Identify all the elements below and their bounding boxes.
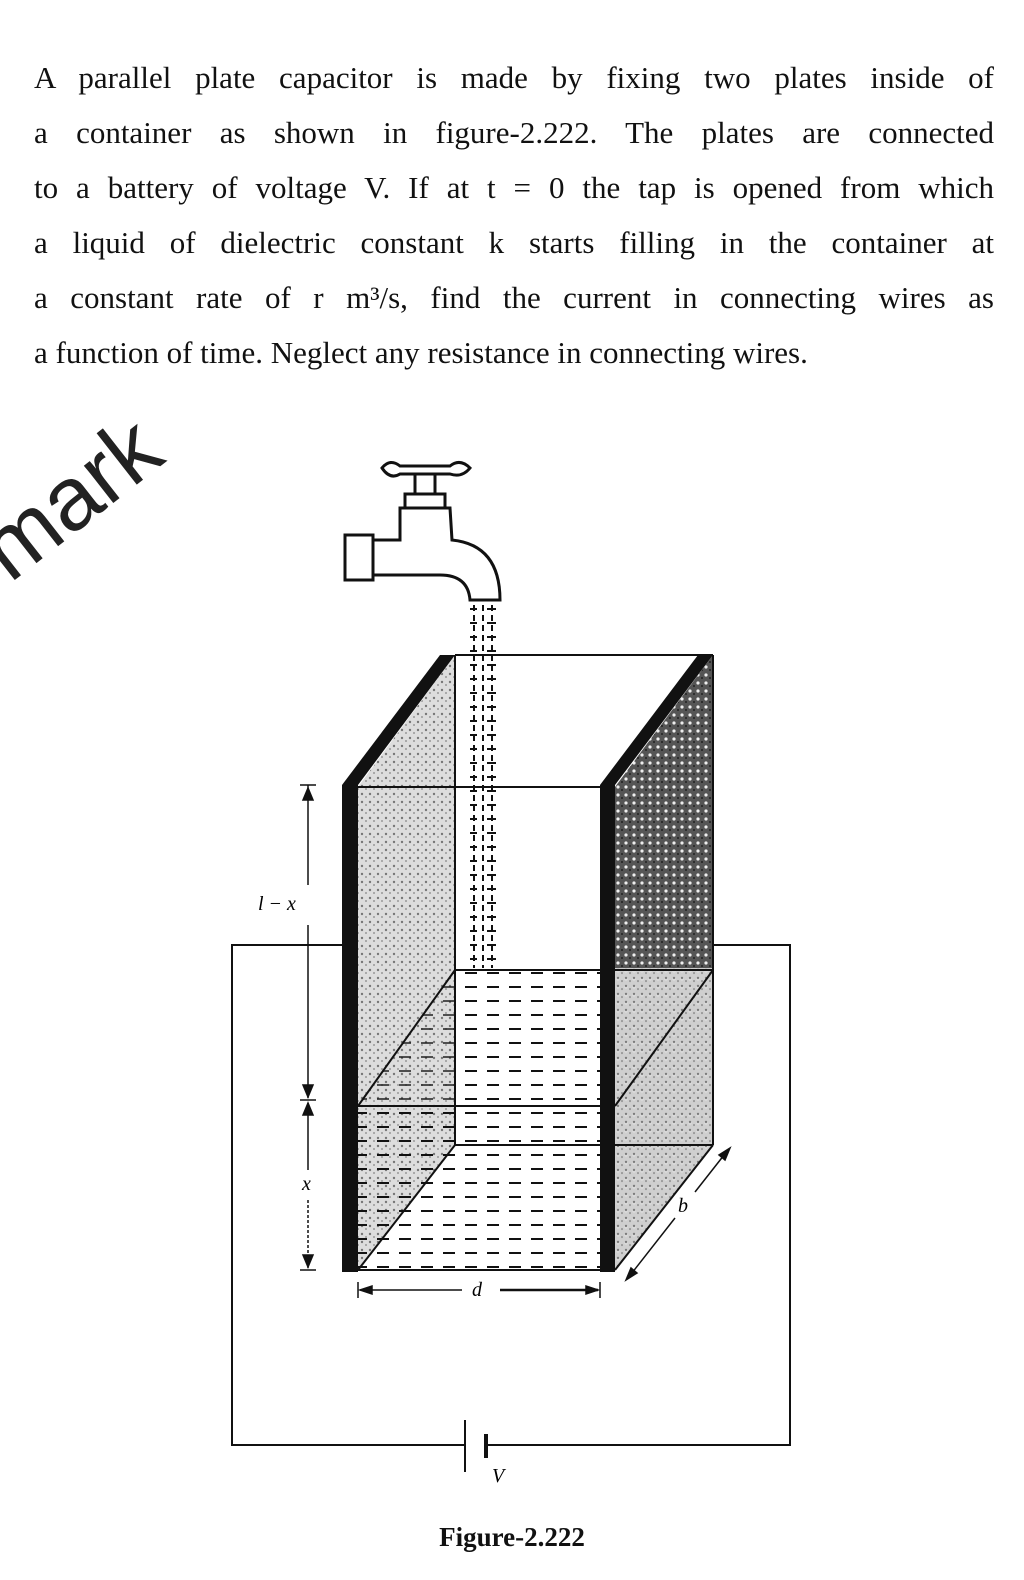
problem-line: A parallel plate capacitor is made by fi…: [34, 60, 994, 95]
problem-line: a function of time. Neglect any resistan…: [34, 335, 808, 370]
problem-line: a constant rate of r m³/s, find the curr…: [34, 280, 994, 315]
problem-line: to a battery of voltage V. If at t = 0 t…: [34, 170, 994, 205]
dimension-arrows: [300, 784, 732, 1298]
problem-line: a liquid of dielectric constant k starts…: [34, 225, 994, 260]
battery-icon: [464, 1420, 488, 1472]
figure-caption: Figure-2.222: [439, 1522, 585, 1552]
dielectric-liquid: [358, 970, 600, 1270]
tap-icon: [343, 461, 502, 602]
problem-statement: A parallel plate capacitor is made by fi…: [34, 50, 994, 380]
capacitor-plates: [342, 655, 713, 1272]
label-d: d: [472, 1279, 483, 1301]
container-edges: [357, 654, 714, 1271]
label-x: x: [301, 1173, 311, 1195]
problem-line: a container as shown in figure-2.222. Th…: [34, 115, 994, 150]
label-b: b: [678, 1195, 688, 1217]
label-l-minus-x: l − x: [258, 893, 296, 915]
circuit-wires: [231, 944, 791, 1446]
label-V: V: [492, 1465, 507, 1487]
